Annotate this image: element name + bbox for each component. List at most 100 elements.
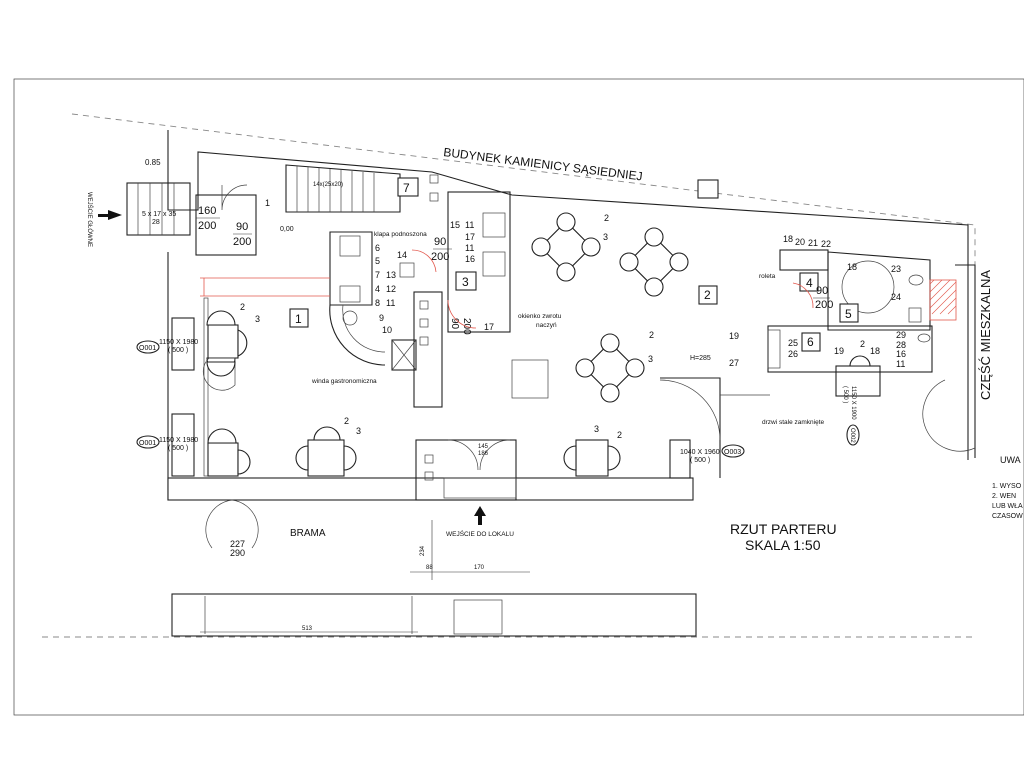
front-facade <box>167 477 694 501</box>
door-5-height: 200 <box>815 299 833 311</box>
klapa-annotation: klapa podnoszona <box>374 231 427 238</box>
window-3-id: O002 <box>849 428 855 443</box>
room-1-box <box>289 308 309 328</box>
column <box>511 359 549 399</box>
wc-24: 24 <box>891 292 901 302</box>
room-3-box <box>455 271 477 291</box>
equip-7: 7 <box>375 270 380 280</box>
steps-left-count: 28 <box>152 219 160 226</box>
entrance-arrow-up-icon <box>474 506 486 516</box>
notes-header: UWA <box>1000 455 1021 465</box>
sheet-frame <box>13 78 1024 716</box>
main-entrance-side-label: WEJŚCIE GŁÓWNE <box>86 192 94 247</box>
window-1-size: 1150 X 1980 <box>159 339 198 346</box>
window-4-size: 1040 X 1960 <box>680 449 720 456</box>
equip-17-mid-b: 17 <box>484 322 494 332</box>
equip-8: 8 <box>375 298 380 308</box>
equip-11-mid-a: 11 <box>465 220 474 230</box>
wc-20: 20 <box>795 237 805 247</box>
wc-26: 26 <box>788 349 798 359</box>
equip-4: 4 <box>375 284 380 294</box>
window-4-sub: ( 500 ) <box>690 457 710 464</box>
equip-6: 6 <box>375 243 380 253</box>
furn-2-a: 2 <box>240 302 245 312</box>
entrance-stairs <box>126 182 191 236</box>
room-3-walls <box>447 191 511 333</box>
level-label-1: 0.85 <box>145 158 161 167</box>
entrance-label: WEJŚCIE DO LOKALU <box>446 529 514 538</box>
equip-12: 12 <box>386 284 396 294</box>
table-group-room2-a <box>531 212 601 282</box>
dim-186: 186 <box>478 451 489 457</box>
level-label-2: 0,00 <box>280 226 294 233</box>
notes-line-3: LUB WŁA <box>992 503 1023 510</box>
door-3-width: 90 <box>434 236 446 248</box>
equip-17-mid-a: 17 <box>465 232 475 242</box>
okienko-annotation: okienko zwrotu <box>518 313 562 320</box>
wc-25: 25 <box>788 338 798 348</box>
wc-11: 11 <box>896 359 905 369</box>
wc-18-c: 27 <box>729 358 739 368</box>
room-4-number: 4 <box>806 276 813 290</box>
dim-170: 170 <box>474 565 485 571</box>
wc-23: 23 <box>891 264 901 274</box>
winda-annotation: winda gastronomiczna <box>311 378 377 385</box>
bar-counter <box>413 291 443 408</box>
door-5-width: 90 <box>816 285 828 297</box>
notes-line-2: 2. WEN <box>992 493 1016 500</box>
equip-16-mid: 16 <box>465 254 475 264</box>
notes-line-4: CZASOW <box>992 513 1023 520</box>
window-1-sub: ( 500 ) <box>168 347 188 354</box>
door-4-width: 90 <box>449 318 460 330</box>
gate-dim-2: 290 <box>230 548 245 558</box>
equip-13: 13 <box>386 270 396 280</box>
furn-2-d: 2 <box>649 330 654 340</box>
room-2-number: 2 <box>704 288 711 302</box>
equip-11-mid-b: 11 <box>465 243 474 253</box>
equip-11-left: 11 <box>386 298 395 308</box>
door-2-width: 90 <box>236 221 248 233</box>
wc-28: 28 <box>896 340 906 350</box>
wc-16: 16 <box>896 349 906 359</box>
window-4-id: O003 <box>724 449 741 456</box>
dim-513: 513 <box>302 626 313 632</box>
wc-top-fixtures <box>779 249 829 271</box>
furn-2-wc: 2 <box>860 339 865 349</box>
table-group-left-top <box>202 310 248 391</box>
equip-10: 10 <box>382 325 392 335</box>
neighbor-building-label: BUDYNEK KAMIENICY SĄSIEDNIEJ <box>443 145 644 183</box>
table-group-room2-b <box>619 227 689 297</box>
drzwi-annotation: drzwi stale zamknięte <box>762 419 825 426</box>
roleta-annotation: roleta <box>759 273 776 280</box>
street-facade <box>171 593 697 637</box>
gate-dim-1: 227 <box>230 539 245 549</box>
entrance-vestibule <box>415 439 517 501</box>
window-o001-a <box>171 317 195 371</box>
kitchen-counter <box>329 231 373 306</box>
furn-3-c: 3 <box>603 232 608 242</box>
table-group-room2-c <box>575 333 645 403</box>
room-2-box <box>697 179 719 199</box>
window-o003 <box>669 439 691 479</box>
okienko-annotation-2: naczyń <box>536 322 557 329</box>
room-1-number: 1 <box>295 312 302 326</box>
dim-145: 145 <box>478 444 489 450</box>
furn-3-d: 3 <box>648 354 653 364</box>
equip-5: 5 <box>375 256 380 266</box>
window-3-sub: ( 500 ) <box>842 386 848 403</box>
wc-18-b: 18 <box>847 262 857 272</box>
dim-88: 88 <box>426 565 433 571</box>
room-7-number: 7 <box>403 181 410 195</box>
table-group-room2-bottom <box>563 439 621 477</box>
height-label: H=285 <box>690 355 711 362</box>
furn-3-b: 3 <box>356 426 361 436</box>
furn-2-c: 2 <box>604 213 609 223</box>
residential-part-label: CZĘŚĆ MIESZKALNA <box>978 270 993 400</box>
room-3-number: 3 <box>462 275 469 289</box>
gate-label: BRAMA <box>290 528 326 539</box>
window-3-size: 1150 X 1900 <box>850 386 856 420</box>
window-1-id: O001 <box>139 345 156 352</box>
wc-19-b: 19 <box>834 346 844 356</box>
door-1-height: 200 <box>198 220 216 232</box>
vestibule <box>195 194 257 256</box>
